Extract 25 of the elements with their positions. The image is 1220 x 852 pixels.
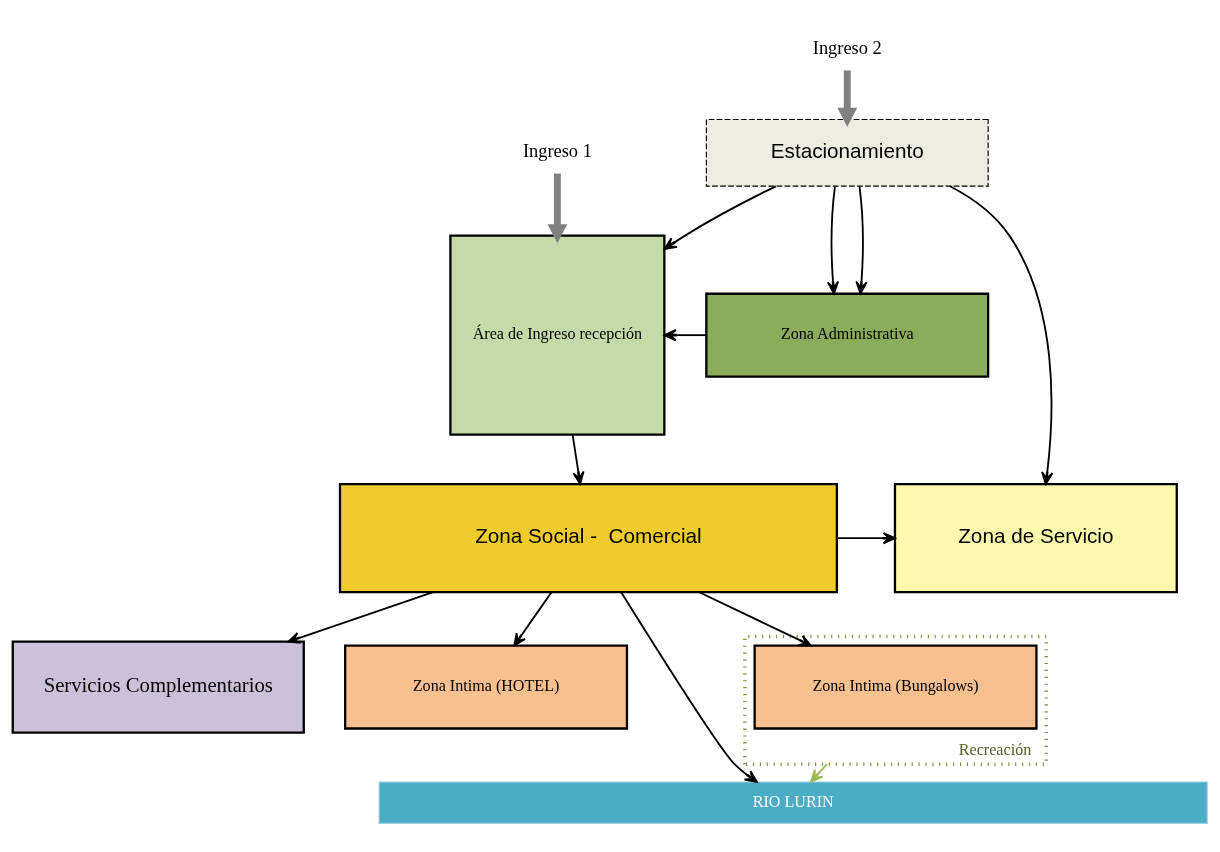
arrow <box>855 185 868 295</box>
arrow <box>663 329 708 342</box>
node-text: Ingreso 2 <box>812 37 882 58</box>
node-box: Servicios Complementarios <box>11 640 305 734</box>
node-box: Área de Ingreso recepción <box>449 234 666 436</box>
arrow <box>287 591 435 644</box>
arrow <box>949 185 1054 485</box>
arrow <box>571 433 585 485</box>
node-box: Zona Social - Comercial <box>338 482 839 594</box>
node-box: RIO LURIN <box>378 781 1208 824</box>
arrow <box>826 185 840 295</box>
node-box: Zona de Servicio <box>893 482 1178 594</box>
arrow <box>620 591 758 783</box>
node-box: Zona Administrativa <box>705 292 990 378</box>
arrow <box>837 70 858 127</box>
node-text: Ingreso 1 <box>522 141 592 162</box>
arrow <box>663 185 777 250</box>
arrow <box>698 591 812 647</box>
node-box: Zona Intima (Bungalows) <box>753 644 1038 730</box>
arrow <box>810 763 828 783</box>
node-box: Estacionamiento <box>705 118 989 187</box>
node-box: Zona Intima (HOTEL) <box>344 644 629 730</box>
arrow <box>547 173 568 244</box>
arrow <box>513 591 553 647</box>
arrow <box>836 532 896 545</box>
